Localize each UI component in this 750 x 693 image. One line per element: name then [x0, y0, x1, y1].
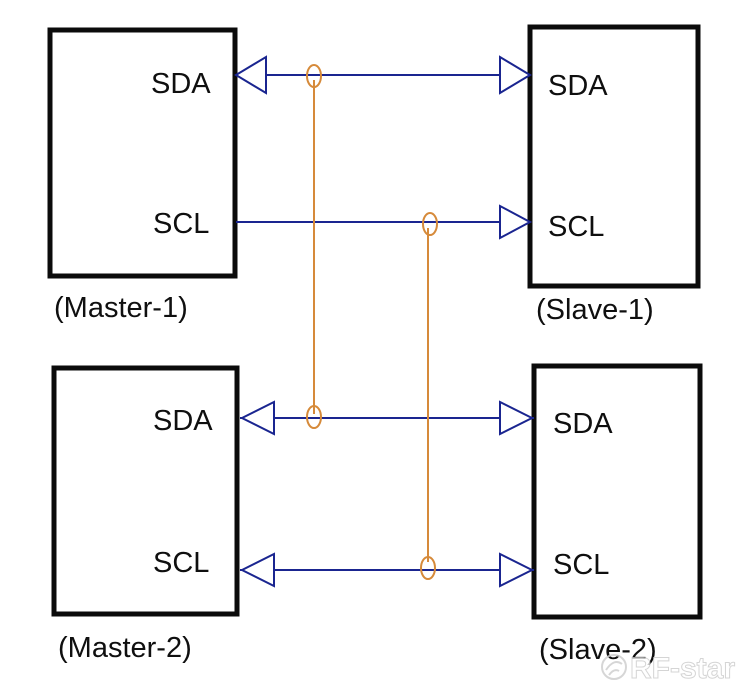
slave-1-caption: (Slave-1) — [536, 294, 654, 326]
master-2-caption: (Master-2) — [58, 632, 192, 664]
watermark: RF-star — [601, 652, 736, 686]
master-2-scl-arrow-icon — [239, 552, 275, 588]
master-1-sda-label: SDA — [151, 68, 211, 100]
sda-top-junction-icon — [306, 64, 322, 88]
master-2-scl-label: SCL — [153, 547, 209, 579]
slave-2-sda-arrow-icon — [499, 400, 535, 436]
master-1-scl-label: SCL — [153, 208, 209, 240]
slave-2-caption: (Slave-2) — [539, 634, 657, 666]
master-1-caption: (Master-1) — [54, 292, 188, 324]
master-2-box — [51, 365, 240, 617]
master-2-sda-arrow-icon — [239, 400, 275, 436]
master-2-sda-label: SDA — [153, 405, 213, 437]
slave-2-scl-arrow-icon — [499, 552, 535, 588]
watermark-logo-icon — [601, 654, 627, 680]
slave-2-scl-label: SCL — [553, 549, 609, 581]
master-1-sda-arrow-icon — [234, 55, 267, 95]
slave-1-scl-label: SCL — [548, 211, 604, 243]
slave-1-box — [527, 24, 701, 289]
scl-top-junction-icon — [422, 212, 438, 236]
slave-1-sda-arrow-icon — [499, 55, 532, 95]
slave-1-scl-arrow-icon — [499, 204, 533, 240]
scl-bottom-junction-icon — [420, 556, 436, 580]
slave-2-sda-label: SDA — [553, 408, 613, 440]
slave-2-box — [531, 363, 703, 620]
watermark-text: RF-star — [630, 652, 735, 685]
master-1-box — [47, 27, 238, 279]
sda-bottom-junction-icon — [306, 405, 322, 429]
slave-1-sda-label: SDA — [548, 70, 608, 102]
